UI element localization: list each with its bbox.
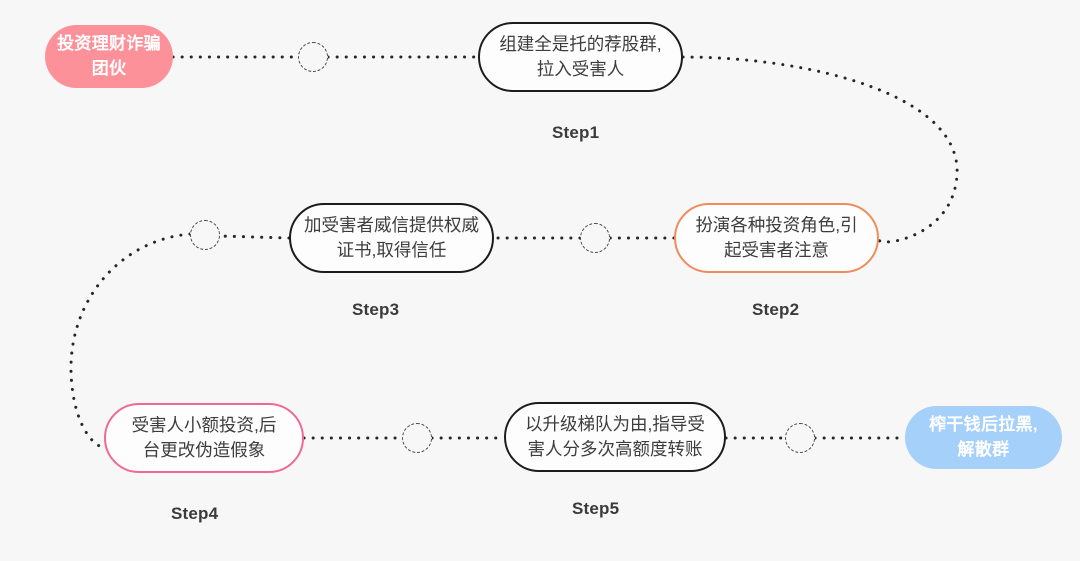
node-step5[interactable]: 以升级梯队为由,指导受 害人分多次高额度转账 [504, 402, 726, 472]
connector-dot-5 [785, 423, 815, 453]
step-label-4: Step4 [171, 504, 219, 523]
step-label-3: Step3 [352, 300, 400, 319]
connector-dot-3 [190, 220, 220, 250]
step-label-5: Step5 [572, 499, 620, 518]
edge-step3-to-step4-a [218, 234, 291, 240]
step-label-1: Step1 [552, 123, 600, 142]
node-step2[interactable]: 扮演各种投资角色,引 起受害者注意 [674, 203, 879, 273]
node-start-terminal[interactable]: 投资理财诈骗 团伙 [45, 25, 173, 88]
node-step1[interactable]: 组建全是托的荐股群, 拉入受害人 [478, 22, 683, 92]
node-step3[interactable]: 加受害者威信提供权威 证书,取得信任 [289, 203, 494, 273]
step-label-2: Step2 [752, 300, 800, 319]
connector-dot-1 [298, 42, 328, 72]
connector-dot-2 [580, 223, 610, 253]
node-end-terminal[interactable]: 榨干钱后拉黑, 解散群 [905, 406, 1062, 469]
connector-dot-4 [402, 423, 432, 453]
node-step4[interactable]: 受害人小额投资,后 台更改伪造假象 [104, 403, 304, 473]
